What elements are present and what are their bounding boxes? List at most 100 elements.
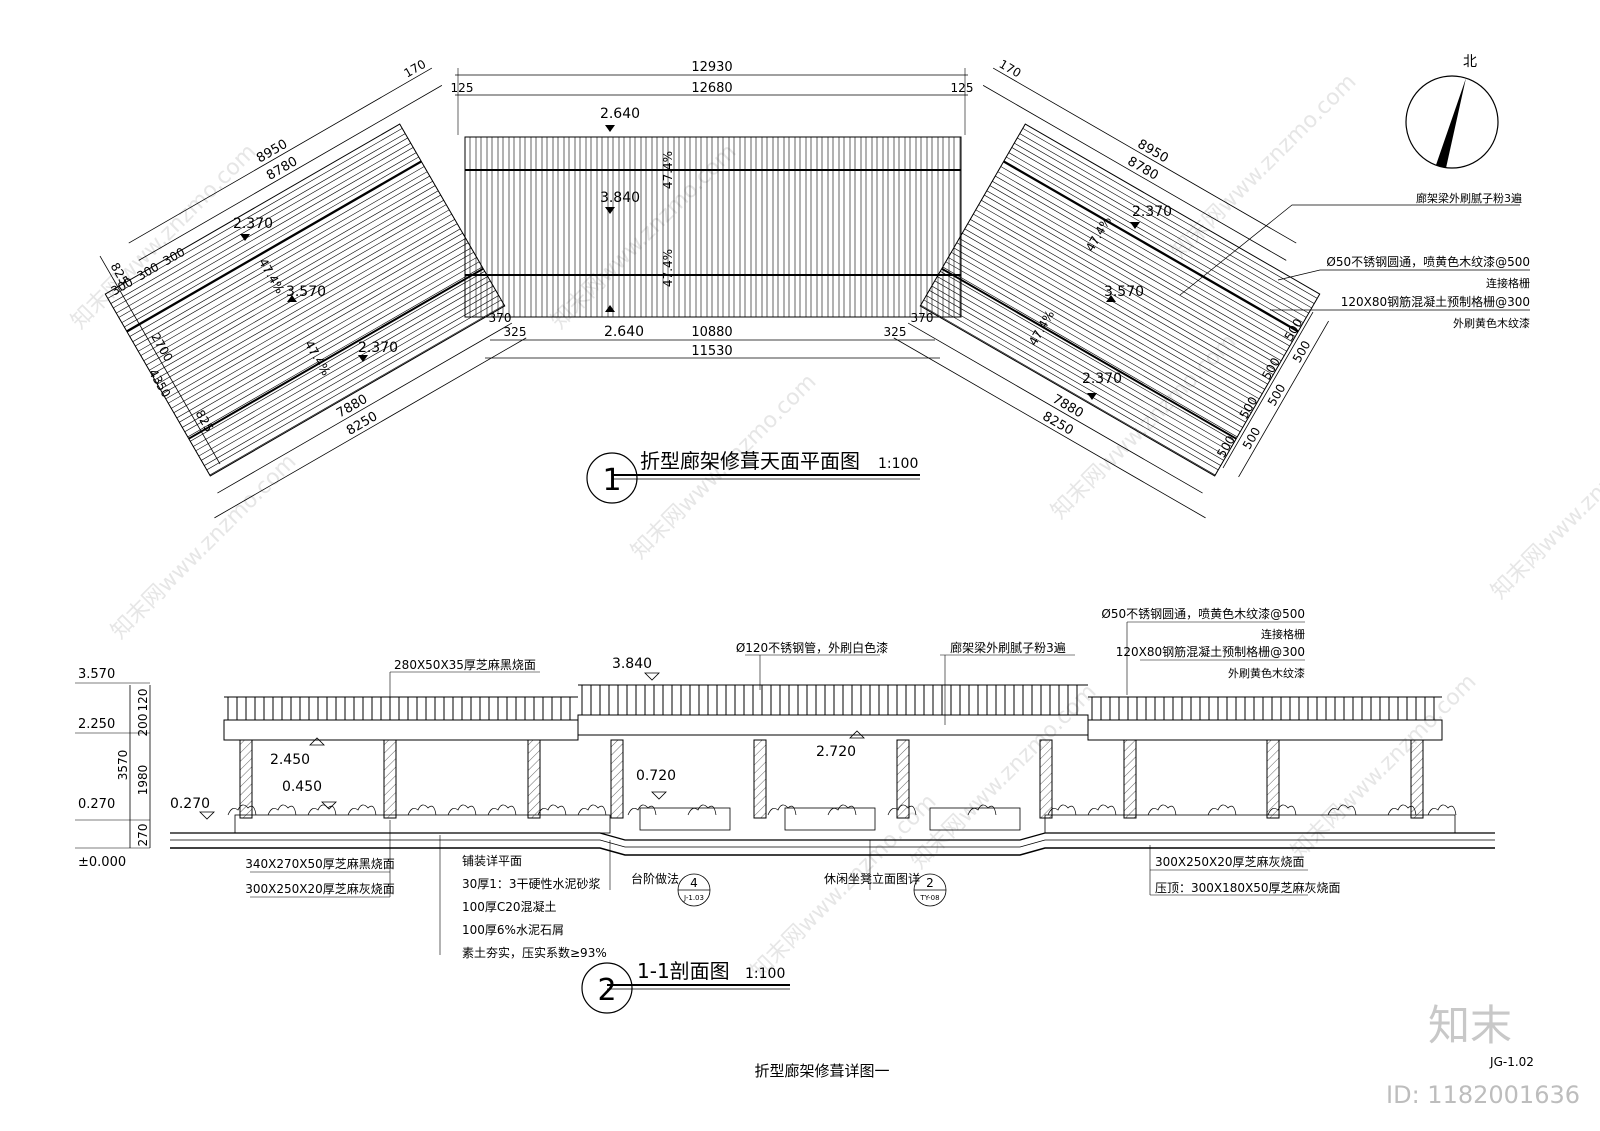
column: [610, 739, 624, 819]
column: [753, 739, 767, 819]
grille-slat: [909, 136, 917, 318]
image-id: ID: 1182001636: [1386, 1081, 1580, 1109]
grille-slat: [469, 136, 477, 318]
shrub: [577, 804, 607, 816]
shrub: [1147, 804, 1177, 816]
dim-step-2: 500: [1237, 394, 1261, 421]
plan-bottom-dimensions: 10880 11530 325 325 370 370: [485, 311, 940, 359]
watermark-text: 知末网www.znzmo.com: [1287, 669, 1482, 864]
sec-note-steel-pipe: Ø120不锈钢管，外刷白色漆: [736, 640, 888, 655]
layer-soil: 素土夯实，压实系数≥93%: [462, 945, 607, 960]
dim-edge-right: 125: [951, 81, 974, 95]
dim-right-offset: 170: [997, 57, 1024, 81]
column: [383, 739, 397, 819]
ref-bench-label: 休闲坐凳立面图详: [824, 871, 920, 886]
shrub: [1207, 804, 1237, 816]
plan-left-panel: [104, 123, 506, 477]
ref-step-num: 4: [690, 876, 698, 890]
layer-mortar: 30厚1：3干硬性水泥砂浆: [462, 876, 601, 891]
dim-edge-br: 325: [884, 325, 907, 339]
grille-slat: [920, 136, 928, 318]
column: [896, 739, 910, 819]
dim-gap-br: 370: [911, 311, 934, 325]
sec-note-right-cap: 压顶：300X180X50厚芝麻灰烧面: [1155, 880, 1341, 895]
grille-slat: [733, 136, 741, 318]
section-layer-notes: 铺装详平面 30厚1：3干硬性水泥砂浆 100厚C20混凝土 100厚6%水泥石…: [439, 835, 607, 960]
grille-slat: [799, 136, 807, 318]
grille-slat: [865, 136, 873, 318]
sec-level-bench-left: 0.450: [282, 779, 322, 795]
sec-level-ground-left: 0.270: [170, 796, 210, 812]
plan-right-panel: [919, 123, 1321, 477]
section-ground: [170, 804, 1495, 856]
dim-inner-bottom: 10880: [691, 325, 732, 340]
sec-dim-270: 270: [136, 824, 150, 847]
watermark-text: 知末网www.znzmo.com: [1487, 409, 1600, 604]
level-right-mid: 3.570: [1104, 284, 1144, 300]
watermark-text: 知末网www.znzmo.com: [907, 679, 1102, 874]
shrub: [627, 804, 657, 816]
shrub: [767, 804, 797, 816]
grille-slat: [854, 136, 862, 318]
plan-right-step-dims: 500 500 500 500 500 500 500: [1214, 311, 1329, 478]
dim-gap-bl: 370: [489, 311, 512, 325]
slope-center-top: 47.4%: [661, 151, 675, 189]
section-level-markers: 3.840 2.450 2.720 0.450 0.720 0.270: [170, 656, 865, 820]
sec-note-beam: 廊架梁外刷腻子粉3遍: [950, 640, 1066, 655]
north-label: 北: [1463, 54, 1477, 70]
plan-note-connect: 连接格栅: [1486, 276, 1530, 290]
watermark-text: 知末网www.znzmo.com: [107, 449, 302, 644]
sec-dim-3570: 3570: [116, 750, 130, 781]
section-top-notes: 280X50X35厚芝麻黑烧面 Ø120不锈钢管，外刷白色漆 廊架梁外刷腻子粉3…: [389, 607, 1305, 725]
sec-note-right-paving: 300X250X20厚芝麻灰烧面: [1155, 854, 1305, 869]
shrub: [1427, 804, 1457, 816]
ref-bench-num: 2: [926, 876, 934, 890]
plan-title-block: 1 折型廊架修葺天面平面图 1:100: [586, 449, 920, 504]
column: [239, 739, 253, 819]
level-left-mid: 3.570: [286, 284, 326, 300]
shrub: [1327, 804, 1357, 816]
shrub: [967, 804, 997, 816]
grille-slat: [502, 136, 510, 318]
grille-slat: [887, 136, 895, 318]
plan-view: 12930 12680 125 125 10880 11530 325 325 …: [99, 54, 1530, 519]
dim-edge-bl: 325: [504, 325, 527, 339]
shrub: [227, 804, 257, 816]
grille-slat: [689, 136, 697, 318]
level-left-top: 2.370: [233, 216, 273, 232]
sec-level-beam-center: 2.720: [816, 744, 856, 760]
grille-slat: [766, 136, 774, 318]
shrub: [887, 804, 917, 816]
plan-note-beam: 廊架梁外刷腻子粉3遍: [1416, 191, 1522, 205]
sec-note-cap-black: 340X270X50厚芝麻黑烧面: [245, 856, 395, 871]
grille-slat: [942, 136, 950, 318]
grille-slat: [744, 136, 752, 318]
column: [1266, 739, 1280, 819]
sec-level-bench-center: 0.720: [636, 768, 676, 784]
grille-slat: [513, 136, 521, 318]
shrub: [447, 804, 477, 816]
sec-note-paint: 外刷黄色木纹漆: [1228, 666, 1305, 680]
plan-note-paint: 外刷黄色木纹漆: [1453, 316, 1530, 330]
grille-slat: [777, 136, 785, 318]
section-columns: [239, 739, 1424, 819]
plan-view-number: 1: [602, 463, 621, 498]
north-arrow: 北: [1405, 54, 1499, 169]
dim-left-offset: 170: [401, 57, 428, 81]
section-right-notes: 300X250X20厚芝麻灰烧面 压顶：300X180X50厚芝麻灰烧面: [1149, 845, 1341, 896]
ref-step-label: 台阶做法: [631, 871, 679, 886]
sec-level-top-center: 3.840: [612, 656, 652, 672]
plan-center-panel: [464, 136, 962, 318]
shrub: [1267, 804, 1297, 816]
column: [1039, 739, 1053, 819]
brand-logo: 知末: [1428, 1001, 1512, 1050]
shrub: [1047, 804, 1077, 816]
slope-left-top: 47.4%: [256, 256, 287, 296]
level-right-top: 2.370: [1132, 204, 1172, 220]
section-left-notes: 340X270X50厚芝麻黑烧面 300X250X20厚芝麻灰烧面: [245, 820, 395, 898]
grille-slat: [832, 136, 840, 318]
grille-slat: [876, 136, 884, 318]
grille-slat: [612, 136, 620, 318]
grille-slat: [821, 136, 829, 318]
shrub: [487, 804, 517, 816]
